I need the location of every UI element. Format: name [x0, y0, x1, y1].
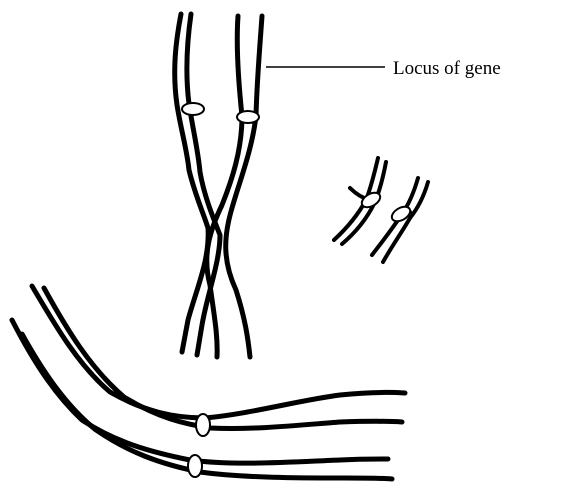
- curved-chromosome-pair: [12, 286, 405, 479]
- centromere-right-top: [237, 111, 259, 123]
- locus-annotation: Locus of gene: [266, 58, 501, 79]
- right-chromatid-1: [207, 16, 262, 357]
- centromere-curved-upper: [196, 414, 210, 436]
- long-chromosome-pair: [175, 14, 262, 357]
- condensed-chromosome-pair: [334, 158, 428, 262]
- centromere-curved-lower: [188, 455, 202, 477]
- locus-label: Locus of gene: [393, 58, 501, 79]
- centromere-left-top: [182, 103, 204, 115]
